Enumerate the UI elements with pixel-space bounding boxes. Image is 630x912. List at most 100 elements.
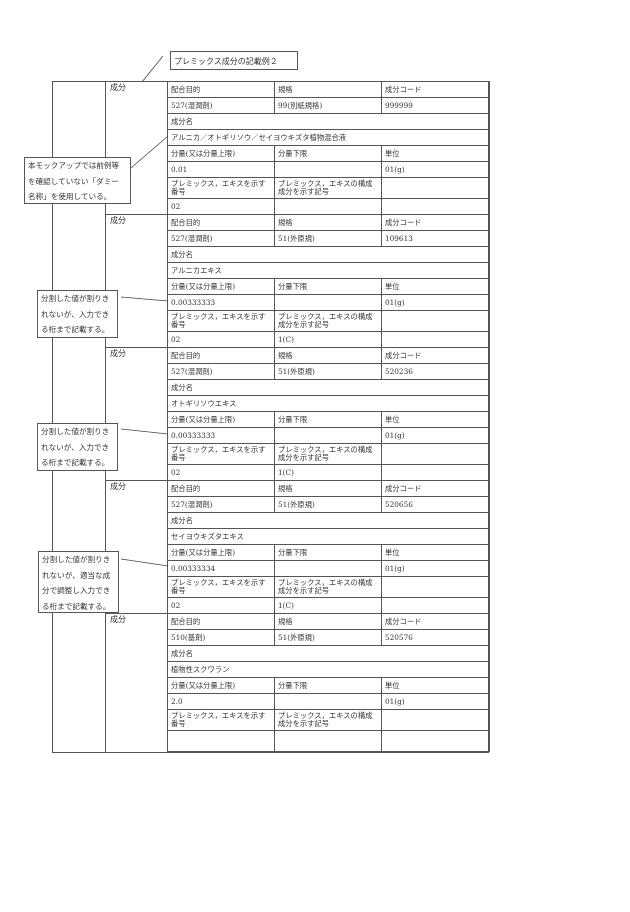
table-row: 510(基剤) 51(外原規) 520576 [167,629,490,646]
header-amount-min: 分量下限 [274,411,382,428]
purpose-value[interactable]: 510(基剤) [167,629,275,646]
purpose-value[interactable]: 527(湿潤剤) [167,230,275,247]
code-value[interactable]: 999999 [381,97,490,114]
header-purpose: 配合目的 [167,81,275,98]
unit-value[interactable]: 01(g) [381,560,490,577]
header-blank [381,576,490,598]
blank-value [381,464,490,481]
table-row-header: 分量(又は分量上限) 分量下限 単位 [167,544,490,561]
header-amount: 分量(又は分量上限) [167,544,275,561]
header-purpose: 配合目的 [167,480,275,497]
header-blank [381,310,490,332]
premix-symbol-value[interactable]: 1(C) [274,597,382,614]
amount-value[interactable]: 2.0 [167,693,275,710]
premix-number-value[interactable] [167,730,275,752]
table-row [167,730,490,752]
amount-value[interactable]: 0.01 [167,161,275,178]
unit-value[interactable]: 01(g) [381,161,490,178]
code-value[interactable]: 520656 [381,496,490,513]
purpose-value[interactable]: 527(湿潤剤) [167,496,275,513]
block-label: 成分 [110,349,126,358]
code-value[interactable]: 520236 [381,363,490,380]
table-row: オトギリソウエキス [167,395,490,412]
name-value[interactable]: アルニカ／オトギリソウ／セイヨウキズタ植物混合液 [167,129,490,146]
header-purpose: 配合目的 [167,613,275,630]
header-name: 成分名 [167,645,490,662]
standard-value[interactable]: 99(別紙規格) [274,97,382,114]
header-name: 成分名 [167,512,490,529]
header-premix-number: プレミックス，エキスを示す番号 [167,576,275,598]
callout-line: 本モックアップでは前例等 [28,161,120,170]
table-row-header: 成分名 [167,113,490,130]
header-purpose: 配合目的 [167,214,275,231]
header-name: 成分名 [167,246,490,263]
amount-value[interactable]: 0.00333333 [167,294,275,311]
header-unit: 単位 [381,278,490,295]
amount-min-value[interactable] [274,294,382,311]
header-code: 成分コード [381,81,490,98]
header-premix-number: プレミックス，エキスを示す番号 [167,310,275,332]
standard-value[interactable]: 51(外原規) [274,363,382,380]
header-code: 成分コード [381,480,490,497]
header-amount: 分量(又は分量上限) [167,278,275,295]
name-value[interactable]: 植物性スクワラン [167,661,490,678]
header-amount: 分量(又は分量上限) [167,411,275,428]
standard-value[interactable]: 51(外原規) [274,496,382,513]
header-blank [381,177,490,199]
premix-number-value[interactable]: 02 [167,331,275,348]
callout-line: る桁まで記載する。 [42,601,111,611]
premix-symbol-value[interactable]: 1(C) [274,464,382,481]
header-code: 成分コード [381,613,490,630]
callout-line: 分割した値が割りき [41,294,110,303]
amount-min-value[interactable] [274,161,382,178]
amount-value[interactable]: 0.00333333 [167,427,275,444]
table-row-header: 配合目的 規格 成分コード [167,81,490,98]
header-amount-min: 分量下限 [274,278,382,295]
table-row-header: 配合目的 規格 成分コード [167,347,490,364]
table-row-header: プレミックス，エキスを示す番号 プレミックス，エキスの構成成分を示す記号 [167,310,490,332]
code-value[interactable]: 520576 [381,629,490,646]
premix-number-value[interactable]: 02 [167,198,275,215]
name-value[interactable]: アルニカエキス [167,262,490,279]
ingredient-table: 配合目的 規格 成分コード 527(湿潤剤) 51(外原規) 109613 成分… [167,214,490,348]
table-row-header: プレミックス，エキスを示す番号 プレミックス，エキスの構成成分を示す記号 [167,709,490,731]
example-title: プレミックス成分の記載例２ [170,51,298,70]
title-leader-line [141,55,164,83]
block-label: 成分 [110,216,126,225]
purpose-value[interactable]: 527(湿潤剤) [167,97,275,114]
blank-value [381,331,490,348]
unit-value[interactable]: 01(g) [381,427,490,444]
block-label: 成分 [110,482,126,491]
header-amount-min: 分量下限 [274,544,382,561]
premix-number-value[interactable]: 02 [167,464,275,481]
name-value[interactable]: オトギリソウエキス [167,395,490,412]
callout-line: 分割した値が割りき [41,427,110,436]
amount-value[interactable]: 0.00333334 [167,560,275,577]
inner-column-divider [105,81,106,753]
table-row-header: 成分名 [167,645,490,662]
amount-min-value[interactable] [274,560,382,577]
standard-value[interactable]: 51(外原規) [274,230,382,247]
table-row-header: 成分名 [167,246,490,263]
header-premix-symbol: プレミックス，エキスの構成成分を示す記号 [274,310,382,332]
amount-min-value[interactable] [274,693,382,710]
table-row-header: 成分名 [167,379,490,396]
header-name: 成分名 [167,113,490,130]
standard-value[interactable]: 51(外原規) [274,629,382,646]
header-blank [381,709,490,731]
code-value[interactable]: 109613 [381,230,490,247]
name-value[interactable]: セイヨウキズタエキス [167,528,490,545]
amount-min-value[interactable] [274,427,382,444]
premix-symbol-value[interactable] [274,198,382,215]
premix-symbol-value[interactable] [274,730,382,752]
unit-value[interactable]: 01(g) [381,693,490,710]
table-row-header: 配合目的 規格 成分コード [167,480,490,497]
block-label: 成分 [110,615,126,624]
header-standard: 規格 [274,81,382,98]
callout-line: れないが、適当な成 [42,570,111,580]
unit-value[interactable]: 01(g) [381,294,490,311]
purpose-value[interactable]: 527(湿潤剤) [167,363,275,380]
premix-number-value[interactable]: 02 [167,597,275,614]
premix-symbol-value[interactable]: 1(C) [274,331,382,348]
header-code: 成分コード [381,347,490,364]
